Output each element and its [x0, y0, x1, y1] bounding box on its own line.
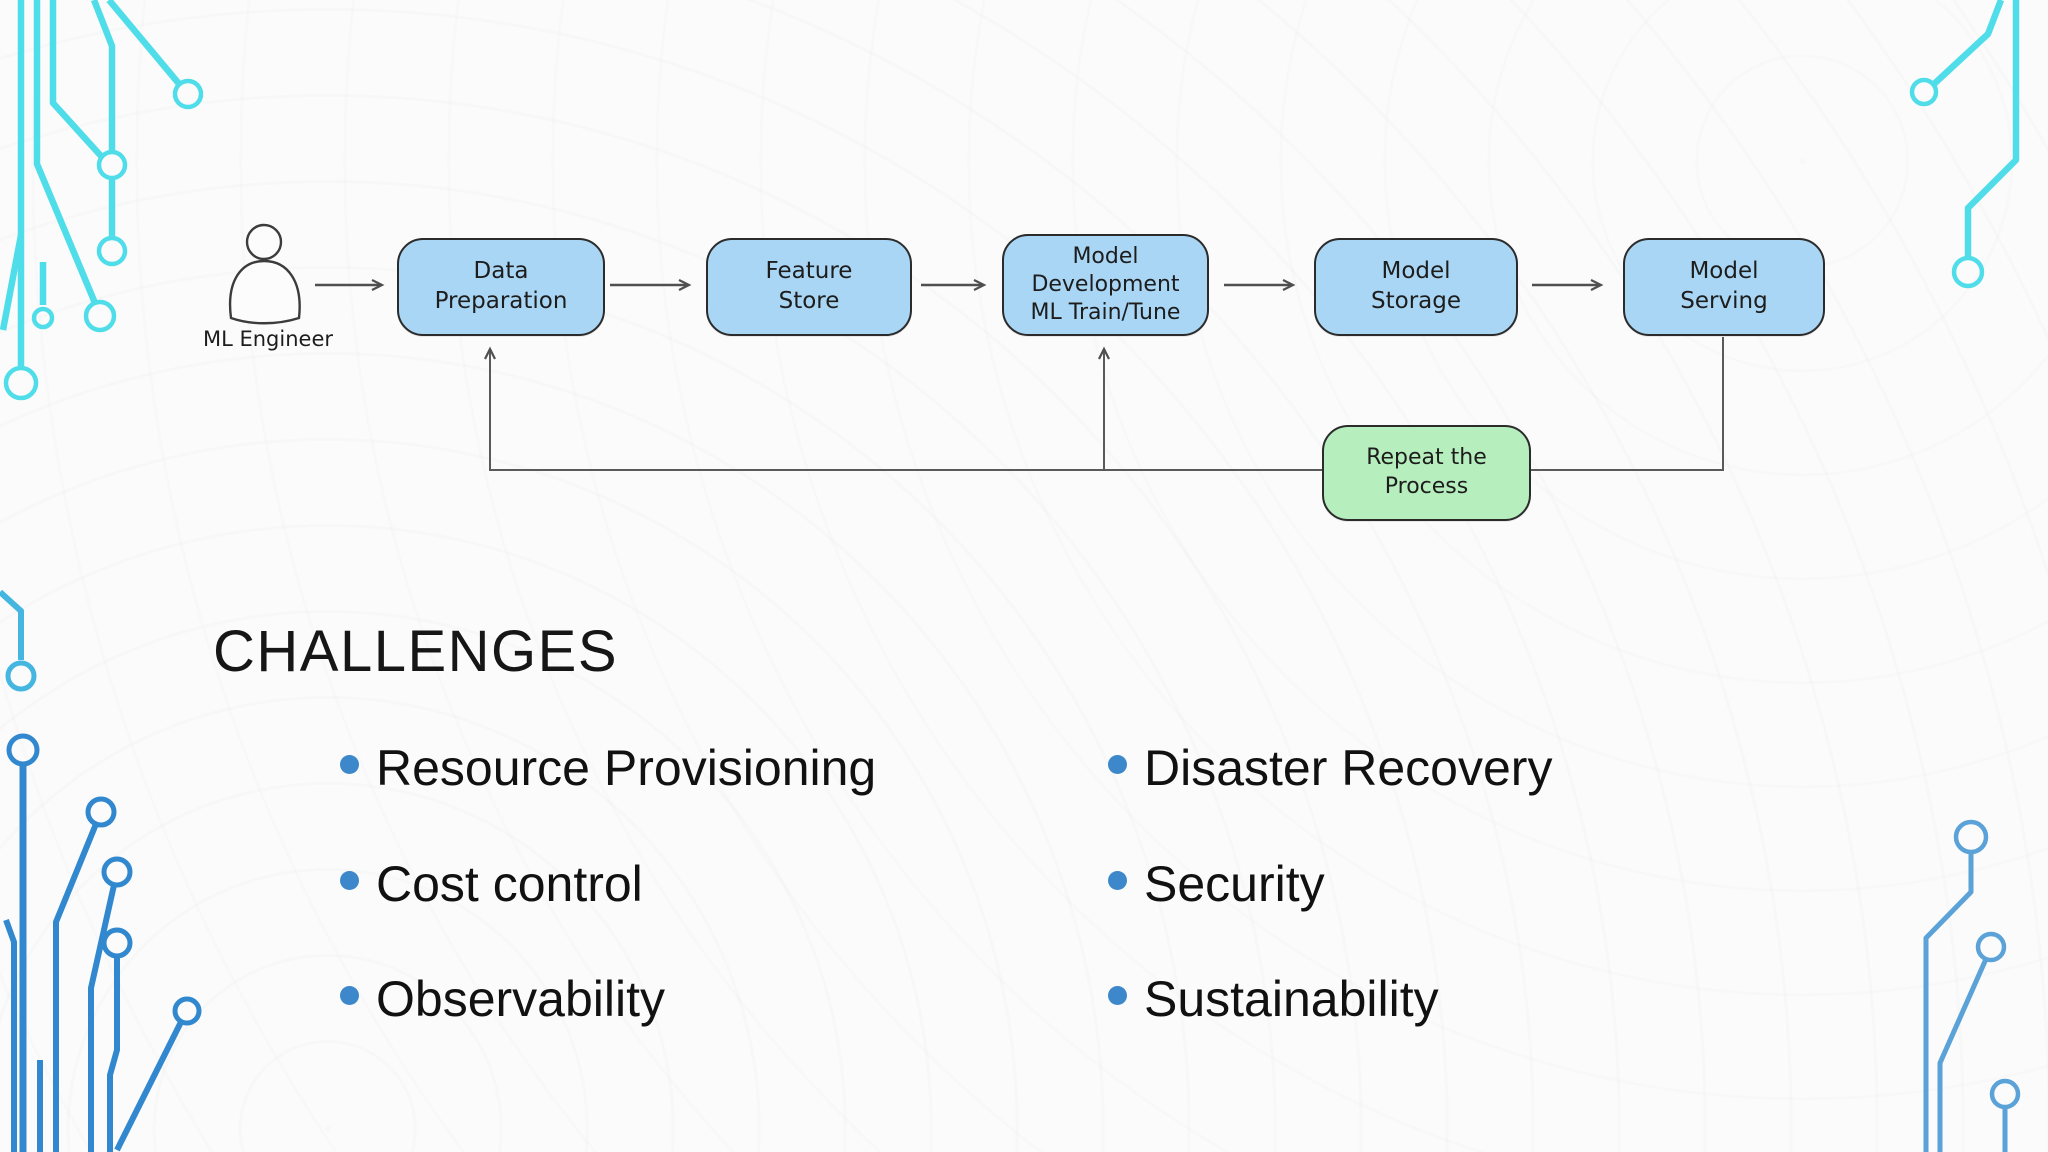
challenge-item: Sustainability [1108, 971, 1552, 1029]
challenge-text: Cost control [376, 855, 643, 912]
feedback-loop-line [484, 337, 1724, 471]
bullet-dot-icon [1108, 986, 1127, 1005]
node-feature-store: Feature Store [706, 238, 912, 336]
challenge-item: Disaster Recovery [1108, 740, 1552, 798]
challenge-text: Disaster Recovery [1144, 740, 1553, 796]
node-label: Model Development ML Train/Tune [1030, 243, 1181, 326]
challenge-item: Resource Provisioning [340, 740, 876, 798]
node-repeat-the-process: Repeat the Process [1322, 425, 1531, 521]
node-label: Repeat the Process [1366, 445, 1487, 499]
challenge-text: Observability [376, 971, 665, 1027]
ml-engineer-label: ML Engineer [202, 327, 334, 351]
node-data-preparation: Data Preparation [397, 238, 605, 336]
bullet-dot-icon [340, 870, 359, 890]
challenges-list-left: Resource Provisioning Cost control Obser… [340, 740, 876, 1087]
circuit-decoration-top-right-icon [1909, 0, 2020, 289]
circuit-decoration-bottom-right-icon [1923, 819, 2021, 1152]
bullet-dot-icon [340, 986, 359, 1005]
ml-engineer-figure [228, 223, 301, 325]
challenge-item: Cost control [340, 856, 876, 914]
page-title: CHALLENGES [213, 619, 619, 684]
bullet-dot-icon [340, 755, 359, 774]
bullet-dot-icon [1108, 755, 1127, 774]
challenges-list-right: Disaster Recovery Security Sustainabilit… [1108, 740, 1552, 1087]
circuit-decoration-bottom-left-icon [0, 590, 202, 1152]
node-model-storage: Model Storage [1314, 238, 1518, 336]
challenge-item: Observability [340, 971, 876, 1029]
challenge-text: Sustainability [1144, 971, 1439, 1027]
node-label: Model Storage [1371, 258, 1461, 314]
challenge-text: Resource Provisioning [376, 740, 877, 796]
node-label: Feature Store [765, 258, 853, 314]
node-label: Model Serving [1680, 258, 1768, 314]
challenge-text: Security [1144, 855, 1325, 912]
node-model-development: Model Development ML Train/Tune [1002, 234, 1209, 336]
bullet-dot-icon [1108, 870, 1127, 890]
node-model-serving: Model Serving [1623, 238, 1825, 336]
challenge-item: Security [1108, 856, 1552, 914]
node-label: Data Preparation [434, 258, 568, 314]
